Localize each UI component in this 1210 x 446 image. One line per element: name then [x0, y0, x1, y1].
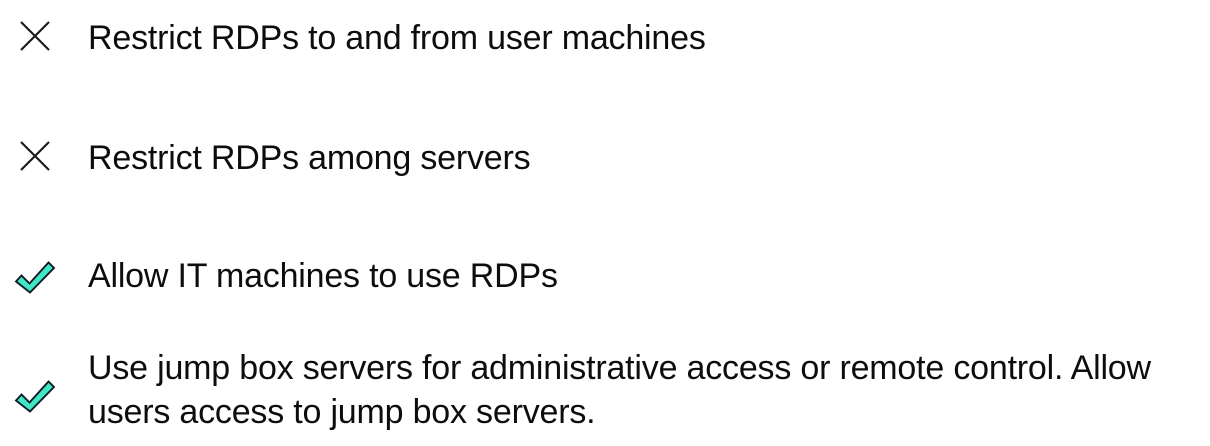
- cross-icon: [6, 16, 64, 53]
- list-item: Allow IT machines to use RDPs: [0, 254, 1210, 298]
- list-item-label: Restrict RDPs among servers: [88, 139, 531, 177]
- check-icon: [6, 346, 64, 416]
- list-item-label: Restrict RDPs to and from user machines: [88, 19, 706, 57]
- list-item: Restrict RDPs among servers: [0, 136, 1210, 180]
- list-item: Use jump box servers for administrative …: [0, 346, 1210, 434]
- cross-icon: [6, 136, 64, 173]
- list-item-label: Use jump box servers for administrative …: [88, 349, 1151, 431]
- list-item: Restrict RDPs to and from user machines: [0, 16, 1210, 60]
- check-icon: [6, 254, 64, 297]
- list-item-label: Allow IT machines to use RDPs: [88, 257, 558, 295]
